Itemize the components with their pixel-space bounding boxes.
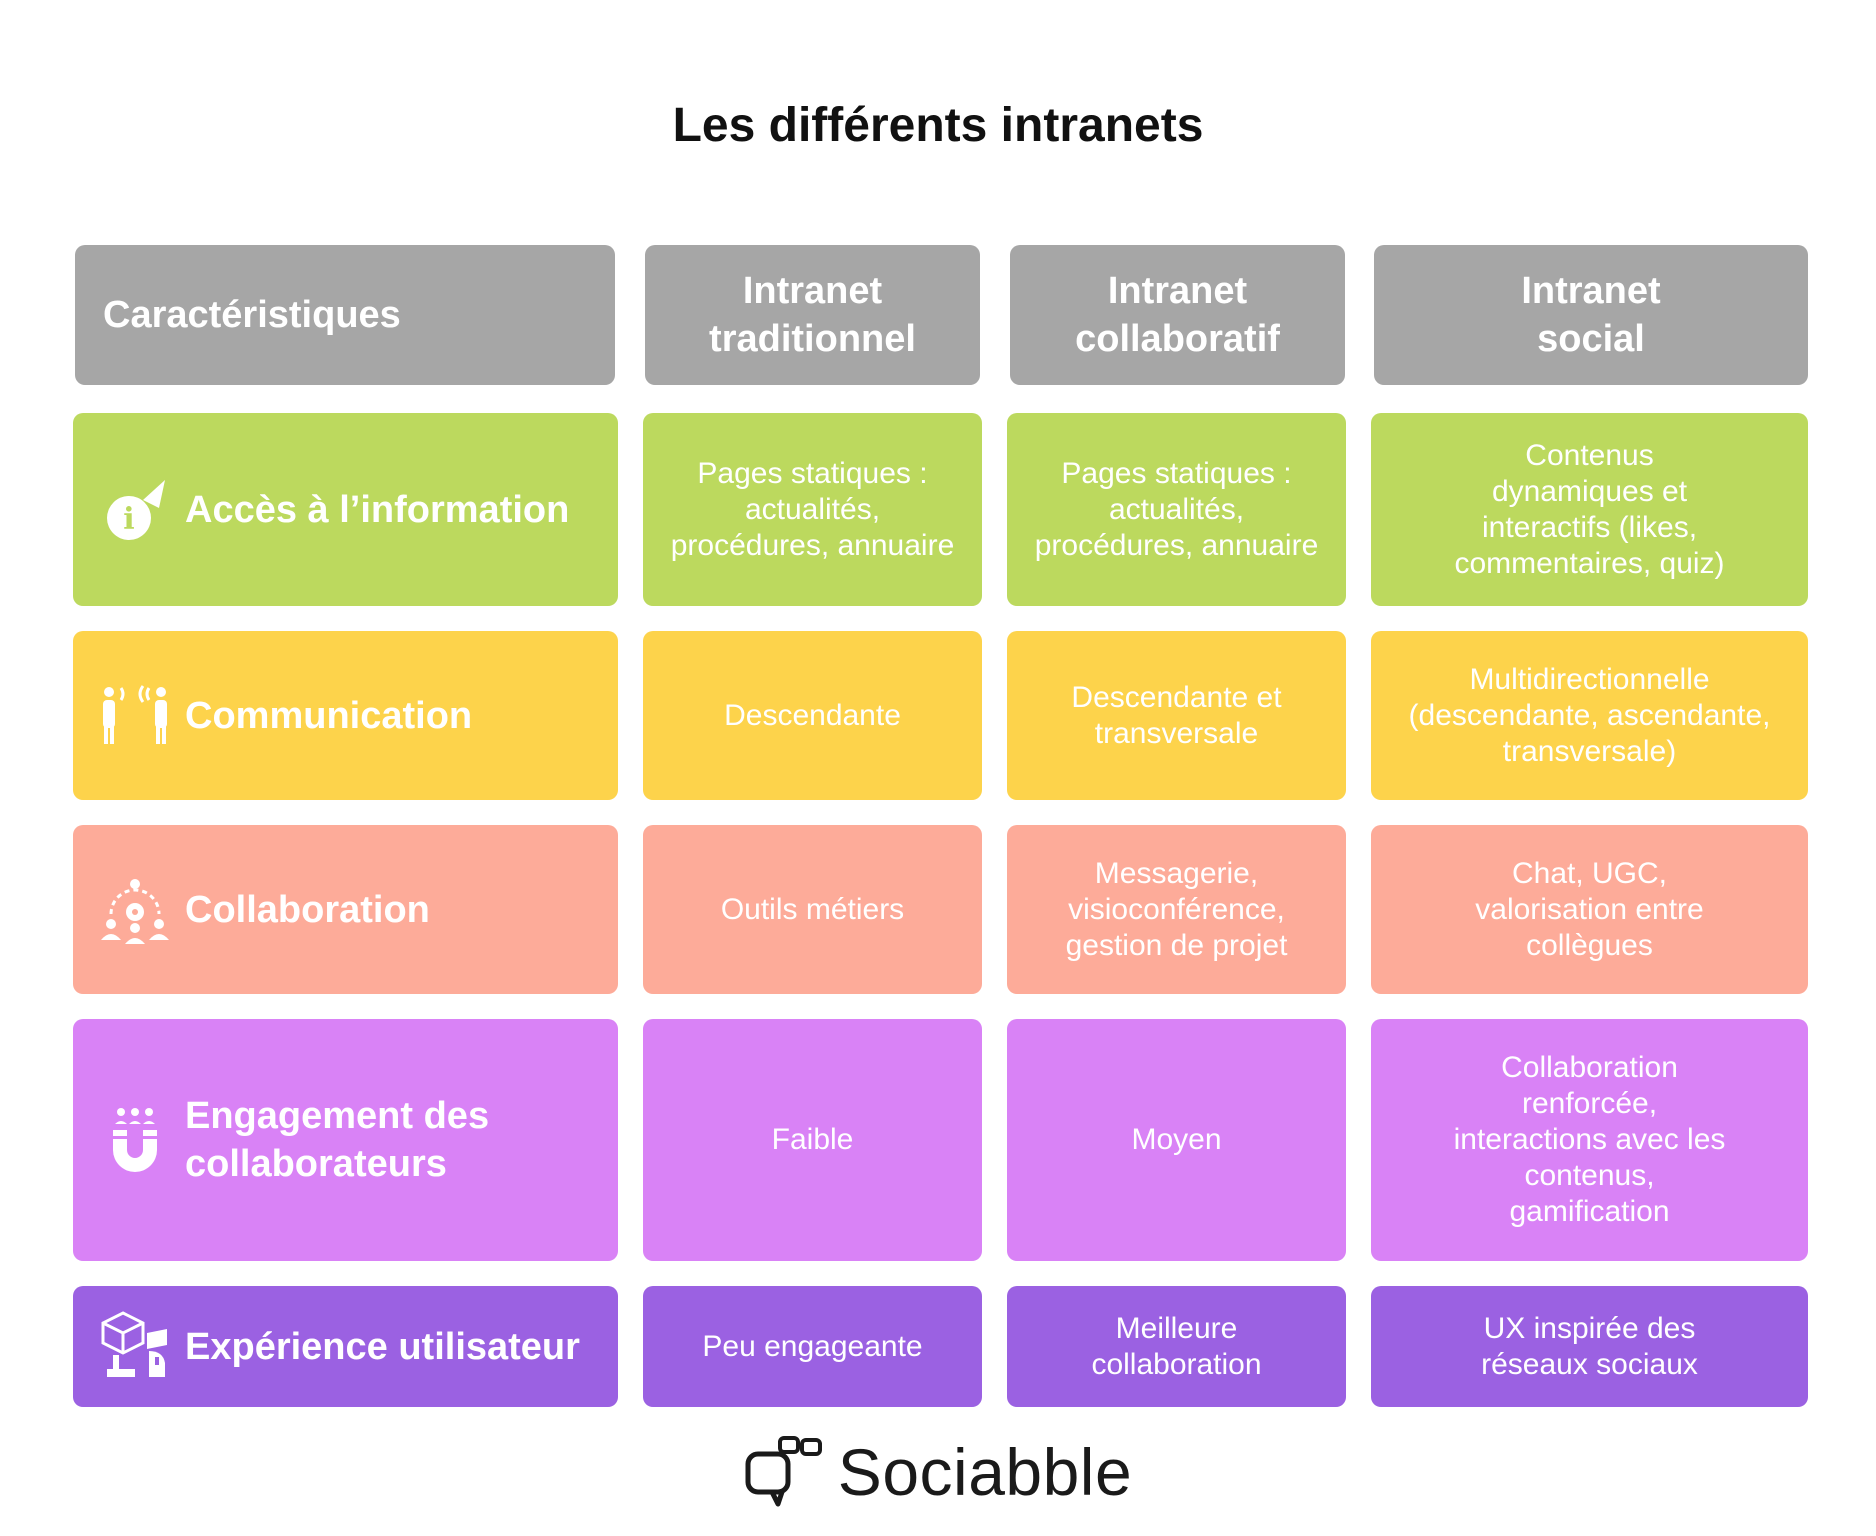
row-label-text: Expérience utilisateur	[185, 1325, 580, 1368]
user-experience-icon	[99, 1310, 171, 1383]
cell-collaboration-collaboratif: Messagerie, visioconférence, gestion de …	[1007, 825, 1346, 994]
header-intranet-social: Intranet social	[1374, 245, 1808, 385]
header-label: Intranet collaboratif	[1075, 270, 1280, 360]
header-label: Intranet traditionnel	[709, 270, 916, 360]
cell-acces-collaboratif: Pages statiques : actualités, procédures…	[1007, 413, 1346, 606]
cell-engagement-traditionnel: Faible	[643, 1019, 982, 1261]
header-intranet-traditionnel: Intranet traditionnel	[645, 245, 980, 385]
cell-communication-collaboratif: Descendante et transversale	[1007, 631, 1346, 800]
cell-text: Descendante	[724, 698, 901, 732]
cell-collaboration-traditionnel: Outils métiers	[643, 825, 982, 994]
cell-communication-social: Multidirectionnelle (descendante, ascend…	[1371, 631, 1808, 800]
cell-acces-traditionnel: Pages statiques : actualités, procédures…	[643, 413, 982, 606]
row-label-engagement: Engagement des collaborateurs	[73, 1019, 618, 1261]
cell-experience-traditionnel: Peu engageante	[643, 1286, 982, 1407]
brand-name: Sociabble	[837, 1435, 1133, 1509]
cell-collaboration-social: Chat, UGC, valorisation entre collègues	[1371, 825, 1808, 994]
cell-text: Messagerie, visioconférence, gestion de …	[1065, 856, 1288, 962]
cell-text: Pages statiques : actualités, procédures…	[670, 456, 955, 562]
cell-experience-social: UX inspirée des réseaux sociaux	[1371, 1286, 1808, 1407]
cell-communication-traditionnel: Descendante	[643, 631, 982, 800]
magnet-people-icon	[99, 1104, 171, 1176]
cell-text: Peu engageante	[702, 1329, 923, 1363]
info-megaphone-icon: i	[99, 474, 171, 546]
row-label-acces-information: i Accès à l’information	[73, 413, 618, 606]
header-label: Intranet social	[1521, 270, 1661, 360]
cell-text: Outils métiers	[720, 892, 905, 926]
cell-engagement-collaboratif: Moyen	[1007, 1019, 1346, 1261]
row-label-experience-utilisateur: Expérience utilisateur	[73, 1286, 618, 1407]
team-collaboration-icon	[99, 874, 171, 946]
people-talking-icon	[99, 680, 171, 752]
speech-bubbles-logo-icon	[745, 1436, 822, 1507]
footer-logo: Sociabble	[0, 1432, 1876, 1512]
cell-text: Pages statiques : actualités, procédures…	[1034, 456, 1319, 562]
row-label-text: Accès à l’information	[185, 488, 570, 531]
cell-engagement-social: Collaboration renforcée, interactions av…	[1371, 1019, 1808, 1261]
page-title: Les différents intranets	[672, 99, 1204, 152]
row-label-text: Collaboration	[185, 888, 430, 931]
cell-text: Collaboration renforcée, interactions av…	[1453, 1051, 1726, 1228]
svg-text:i: i	[123, 502, 134, 537]
header-characteristics-label: Caractéristiques	[103, 294, 401, 336]
cell-text: Moyen	[1131, 1123, 1222, 1156]
cell-text: Meilleure collaboration	[1091, 1311, 1262, 1381]
cell-text: Multidirectionnelle (descendante, ascend…	[1408, 662, 1771, 768]
cell-text: UX inspirée des réseaux sociaux	[1481, 1311, 1698, 1381]
row-label-communication: Communication	[73, 631, 618, 800]
header-intranet-collaboratif: Intranet collaboratif	[1010, 245, 1345, 385]
row-label-text: Communication	[185, 694, 473, 737]
cell-text: Contenus dynamiques et interactifs (like…	[1454, 438, 1725, 580]
cell-acces-social: Contenus dynamiques et interactifs (like…	[1371, 413, 1808, 606]
header-characteristics: Caractéristiques	[75, 245, 615, 385]
row-label-text: Engagement des collaborateurs	[185, 1095, 490, 1185]
cell-text: Faible	[771, 1123, 854, 1156]
row-label-collaboration: Collaboration	[73, 825, 618, 994]
cell-text: Descendante et transversale	[1071, 680, 1282, 750]
cell-text: Chat, UGC, valorisation entre collègues	[1475, 856, 1704, 962]
cell-experience-collaboratif: Meilleure collaboration	[1007, 1286, 1346, 1407]
